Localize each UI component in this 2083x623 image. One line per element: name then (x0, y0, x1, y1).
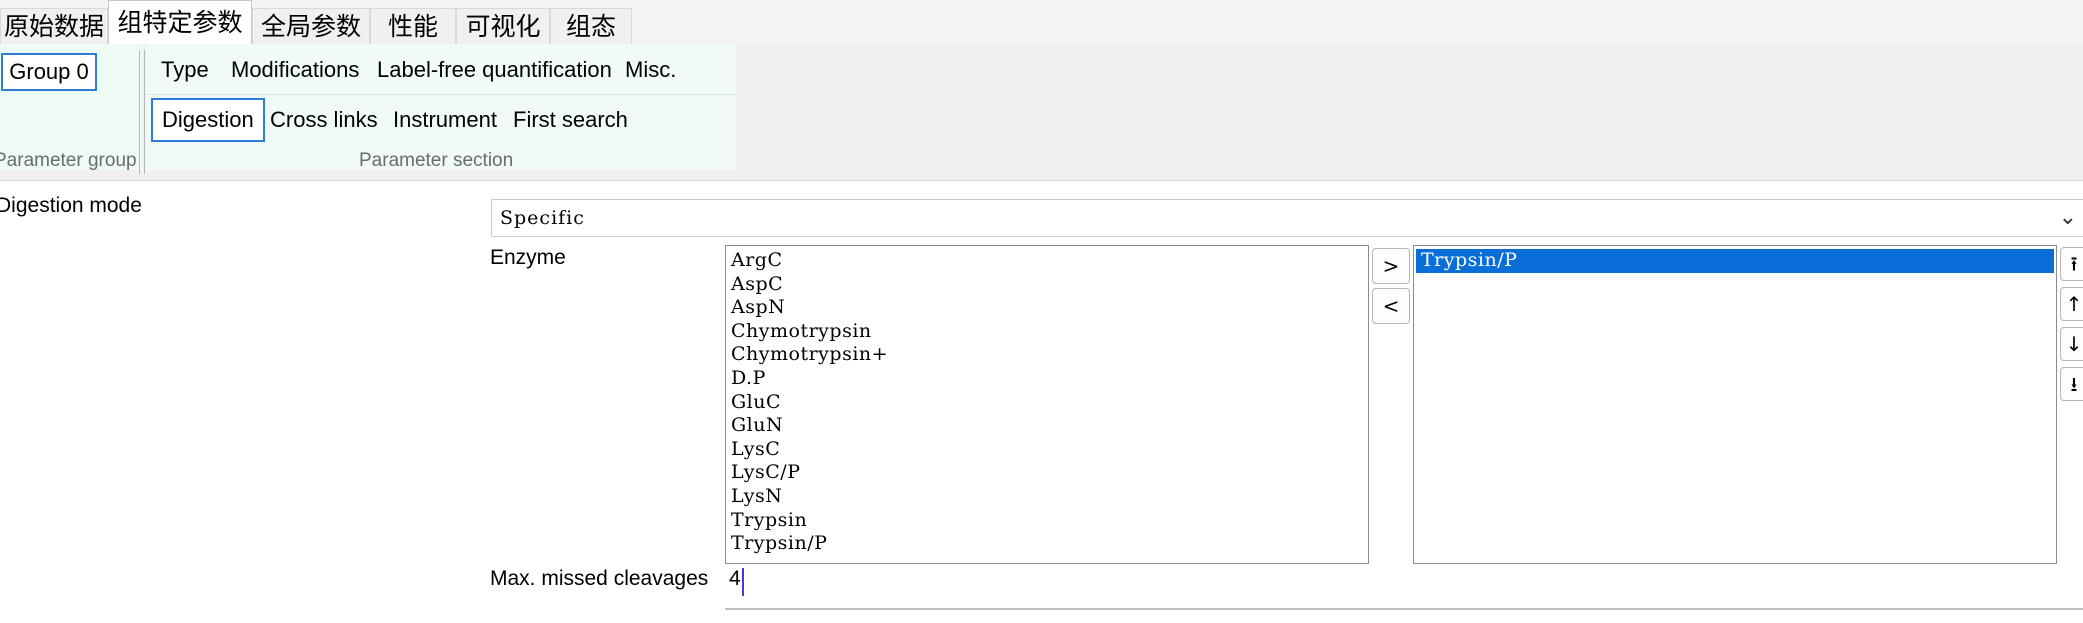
list-item[interactable]: LysN (731, 484, 783, 507)
list-item-selected[interactable]: Trypsin/P (1416, 249, 2054, 273)
digestion-mode-label: Digestion mode (0, 194, 142, 217)
parameter-group-caption: Parameter group (0, 150, 137, 171)
tab-performance[interactable]: 性能 (370, 8, 456, 44)
list-item[interactable]: AspC (731, 272, 784, 295)
move-down-button[interactable]: ↓ (2060, 327, 2083, 361)
list-item[interactable]: Trypsin (731, 508, 808, 531)
parameter-section-caption: Parameter section (359, 150, 514, 171)
move-up-button[interactable]: ↑ (2060, 287, 2083, 321)
list-item[interactable]: Chymotrypsin (731, 319, 872, 342)
section-modifications[interactable]: Modifications (231, 57, 360, 82)
section-label-free-quantification[interactable]: Label-free quantification (377, 57, 612, 82)
available-enzymes-list[interactable]: ArgC AspC AspN Chymotrypsin Chymotrypsin… (725, 245, 1369, 564)
list-item[interactable]: LysC (731, 437, 781, 460)
selected-enzymes-list[interactable]: Trypsin/P (1413, 245, 2057, 564)
section-first-search[interactable]: First search (513, 107, 628, 132)
chevron-down-icon: ⌄ (2058, 205, 2078, 230)
section-misc[interactable]: Misc. (625, 57, 677, 82)
tab-global-parameters[interactable]: 全局参数 (252, 8, 370, 44)
tab-configuration[interactable]: 组态 (550, 8, 632, 44)
ribbon-divider (139, 50, 140, 174)
move-to-top-button[interactable]: ⭱ (2060, 247, 2083, 281)
max-missed-cleavages-label: Max. missed cleavages (490, 567, 709, 590)
list-item[interactable]: LysC/P (731, 461, 801, 484)
section-type[interactable]: Type (161, 57, 209, 82)
tab-raw-data[interactable]: 原始数据 (0, 8, 108, 44)
move-to-bottom-button[interactable]: ⭳ (2060, 367, 2083, 401)
digestion-mode-value: Specific (500, 207, 585, 229)
input-underline (725, 608, 2083, 610)
list-item[interactable]: AspN (731, 296, 786, 319)
group-0-button[interactable]: Group 0 (1, 53, 97, 91)
list-item[interactable]: Trypsin/P (731, 532, 828, 555)
enzyme-label: Enzyme (490, 246, 566, 269)
section-cross-links[interactable]: Cross links (270, 107, 378, 132)
list-item[interactable]: ArgC (731, 249, 783, 271)
list-item[interactable]: GluC (731, 390, 782, 413)
digestion-mode-select[interactable]: Specific ⌄ (491, 199, 2083, 237)
tab-visualization[interactable]: 可视化 (456, 8, 550, 44)
section-row-divider (146, 94, 736, 95)
max-missed-cleavages-input[interactable]: 4 (729, 567, 741, 590)
list-item[interactable]: Chymotrypsin+ (731, 343, 889, 366)
remove-enzyme-button[interactable]: < (1372, 288, 1410, 324)
section-instrument[interactable]: Instrument (393, 107, 497, 132)
list-item[interactable]: D.P (731, 366, 766, 389)
add-enzyme-button[interactable]: > (1372, 248, 1410, 284)
list-item[interactable]: GluN (731, 414, 784, 437)
section-digestion[interactable]: Digestion (151, 98, 265, 142)
tab-group-specific-parameters[interactable]: 组特定参数 (108, 0, 252, 45)
text-caret (742, 568, 744, 596)
ribbon-divider (144, 50, 145, 174)
